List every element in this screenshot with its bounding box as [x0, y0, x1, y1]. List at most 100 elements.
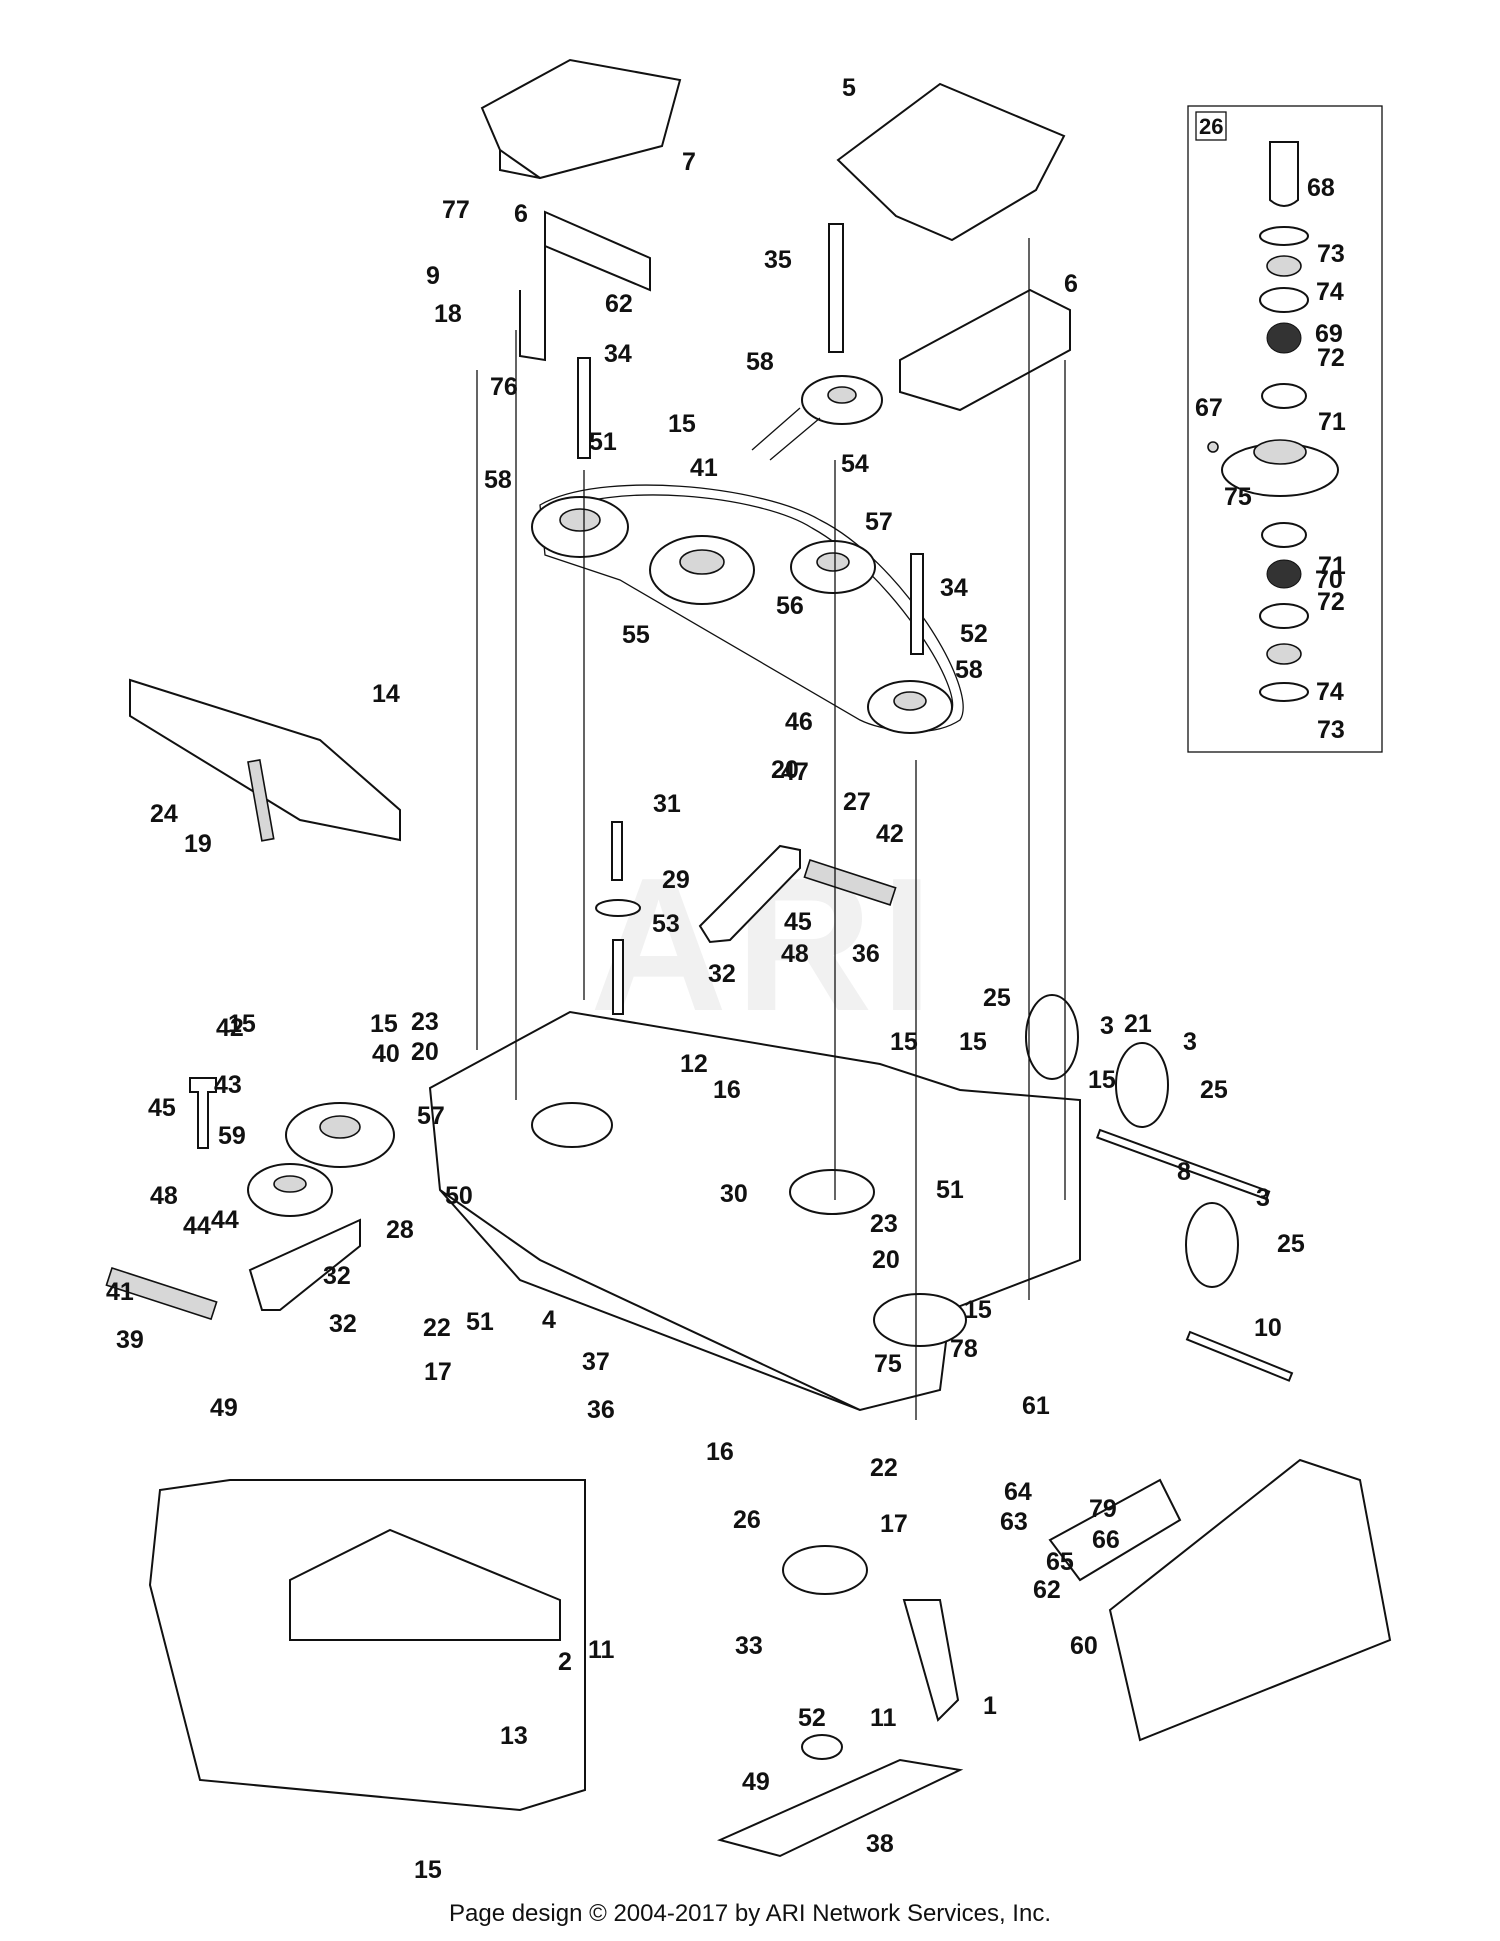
part-label: 62 [1033, 1576, 1061, 1604]
spindle-shaft [1269, 141, 1299, 207]
part-label: 64 [1004, 1478, 1032, 1506]
part-label: 70 [1315, 566, 1343, 594]
part-label: 37 [582, 1348, 610, 1376]
part-label: 49 [210, 1394, 238, 1422]
part-label: 6 [1064, 270, 1078, 298]
race-72-bottom [1261, 522, 1307, 548]
bolt-46 [189, 1077, 217, 1149]
part-label: 72 [1317, 588, 1345, 616]
spacer-53 [801, 1734, 843, 1760]
part-label: 62 [605, 290, 633, 318]
part-label: 48 [781, 940, 809, 968]
discharge-chute [1048, 1458, 1392, 1742]
part-label: 77 [442, 196, 470, 224]
seal-75-bottom [1266, 643, 1302, 665]
part-label: 34 [604, 340, 632, 368]
part-label: 66 [1092, 1526, 1120, 1554]
part-label: 20 [872, 1246, 900, 1274]
part-label: 63 [1000, 1508, 1028, 1536]
spring-42-left [105, 1266, 218, 1321]
part-label: 48 [150, 1182, 178, 1210]
part-label: 79 [1089, 1495, 1117, 1523]
spindle-left [531, 1102, 613, 1148]
part-label: 15 [668, 410, 696, 438]
part-label: 34 [940, 574, 968, 602]
part-label: 1 [983, 1692, 997, 1720]
spacer-29 [595, 899, 641, 917]
deck-inset [148, 1479, 586, 1812]
mower-deck [428, 1010, 1081, 1412]
part-label: 20 [411, 1038, 439, 1066]
blade-assembly [717, 1545, 964, 1858]
page-footer: Page design © 2004-2017 by ARI Network S… [448, 1900, 1051, 1927]
part-label: 13 [500, 1722, 528, 1750]
part-label: 65 [1046, 1548, 1074, 1576]
hanger-bracket [129, 678, 401, 842]
blade-50 [717, 1758, 964, 1858]
part-label: 73 [1317, 716, 1345, 744]
wheel-3-a [1025, 994, 1079, 1080]
part-label: 68 [1307, 174, 1335, 202]
wheel-3-c [1185, 1202, 1239, 1288]
part-label: 15 [890, 1028, 918, 1056]
part-label: 5 [842, 74, 856, 102]
part-label: 9 [426, 262, 440, 290]
part-label: 49 [742, 1768, 770, 1796]
part-label: 57 [865, 508, 893, 536]
idler-arm-27 [698, 844, 801, 944]
part-label: 75 [874, 1350, 902, 1378]
part-label: 72 [1317, 344, 1345, 372]
part-label: 38 [866, 1830, 894, 1858]
part-label: 18 [434, 300, 462, 328]
part-label: 32 [323, 1262, 351, 1290]
part-label: 60 [1070, 1632, 1098, 1660]
bolt-35 [828, 223, 844, 353]
washer-74-bottom [1259, 682, 1309, 702]
part-label: 52 [798, 1704, 826, 1732]
part-label: 50 [445, 1182, 473, 1210]
part-label: 45 [148, 1094, 176, 1122]
foot-plate-7 [480, 58, 682, 180]
bolt-31 [611, 821, 623, 881]
rod-8 [1095, 1128, 1271, 1201]
part-label: 58 [955, 656, 983, 684]
part-label: 52 [960, 620, 988, 648]
part-label: 42 [876, 820, 904, 848]
part-label: 20 [771, 756, 799, 784]
part-label: 78 [950, 1335, 978, 1363]
part-label: 36 [852, 940, 880, 968]
inset-label: 26 [1199, 114, 1223, 139]
cup-71-bottom [1259, 603, 1309, 629]
part-label: 4 [542, 1306, 556, 1334]
part-label: 14 [372, 680, 400, 708]
part-label: 15 [964, 1296, 992, 1324]
part-label: 15 [1088, 1066, 1116, 1094]
part-label: 54 [841, 450, 869, 478]
part-label: 23 [870, 1210, 898, 1238]
part-label: 69 [1315, 320, 1343, 348]
part-label: 39 [116, 1326, 144, 1354]
part-label: 56 [776, 592, 804, 620]
bushing-54 [612, 939, 624, 1015]
left-idler-assembly [105, 1077, 395, 1321]
part-label: 41 [690, 454, 718, 482]
part-label: 76 [490, 373, 518, 401]
part-label: 30 [720, 1180, 748, 1208]
foot-plate-5 [836, 82, 1066, 242]
footrest-right [836, 82, 1071, 412]
part-label: 42 [216, 1014, 244, 1042]
part-label: 16 [713, 1076, 741, 1104]
bracket-6-right [899, 288, 1071, 412]
part-label: 47 [781, 758, 809, 786]
footrest-left [480, 58, 682, 362]
cup-71-top [1259, 287, 1309, 313]
deck-hanger [129, 678, 401, 842]
part-label: 24 [150, 800, 178, 828]
part-label: 17 [424, 1358, 452, 1386]
part-label: 21 [1124, 1010, 1152, 1038]
bracket-64 [1048, 1478, 1182, 1582]
bracket-6-left [544, 210, 651, 292]
part-label: 8 [1177, 1158, 1191, 1186]
part-label: 41 [106, 1278, 134, 1306]
